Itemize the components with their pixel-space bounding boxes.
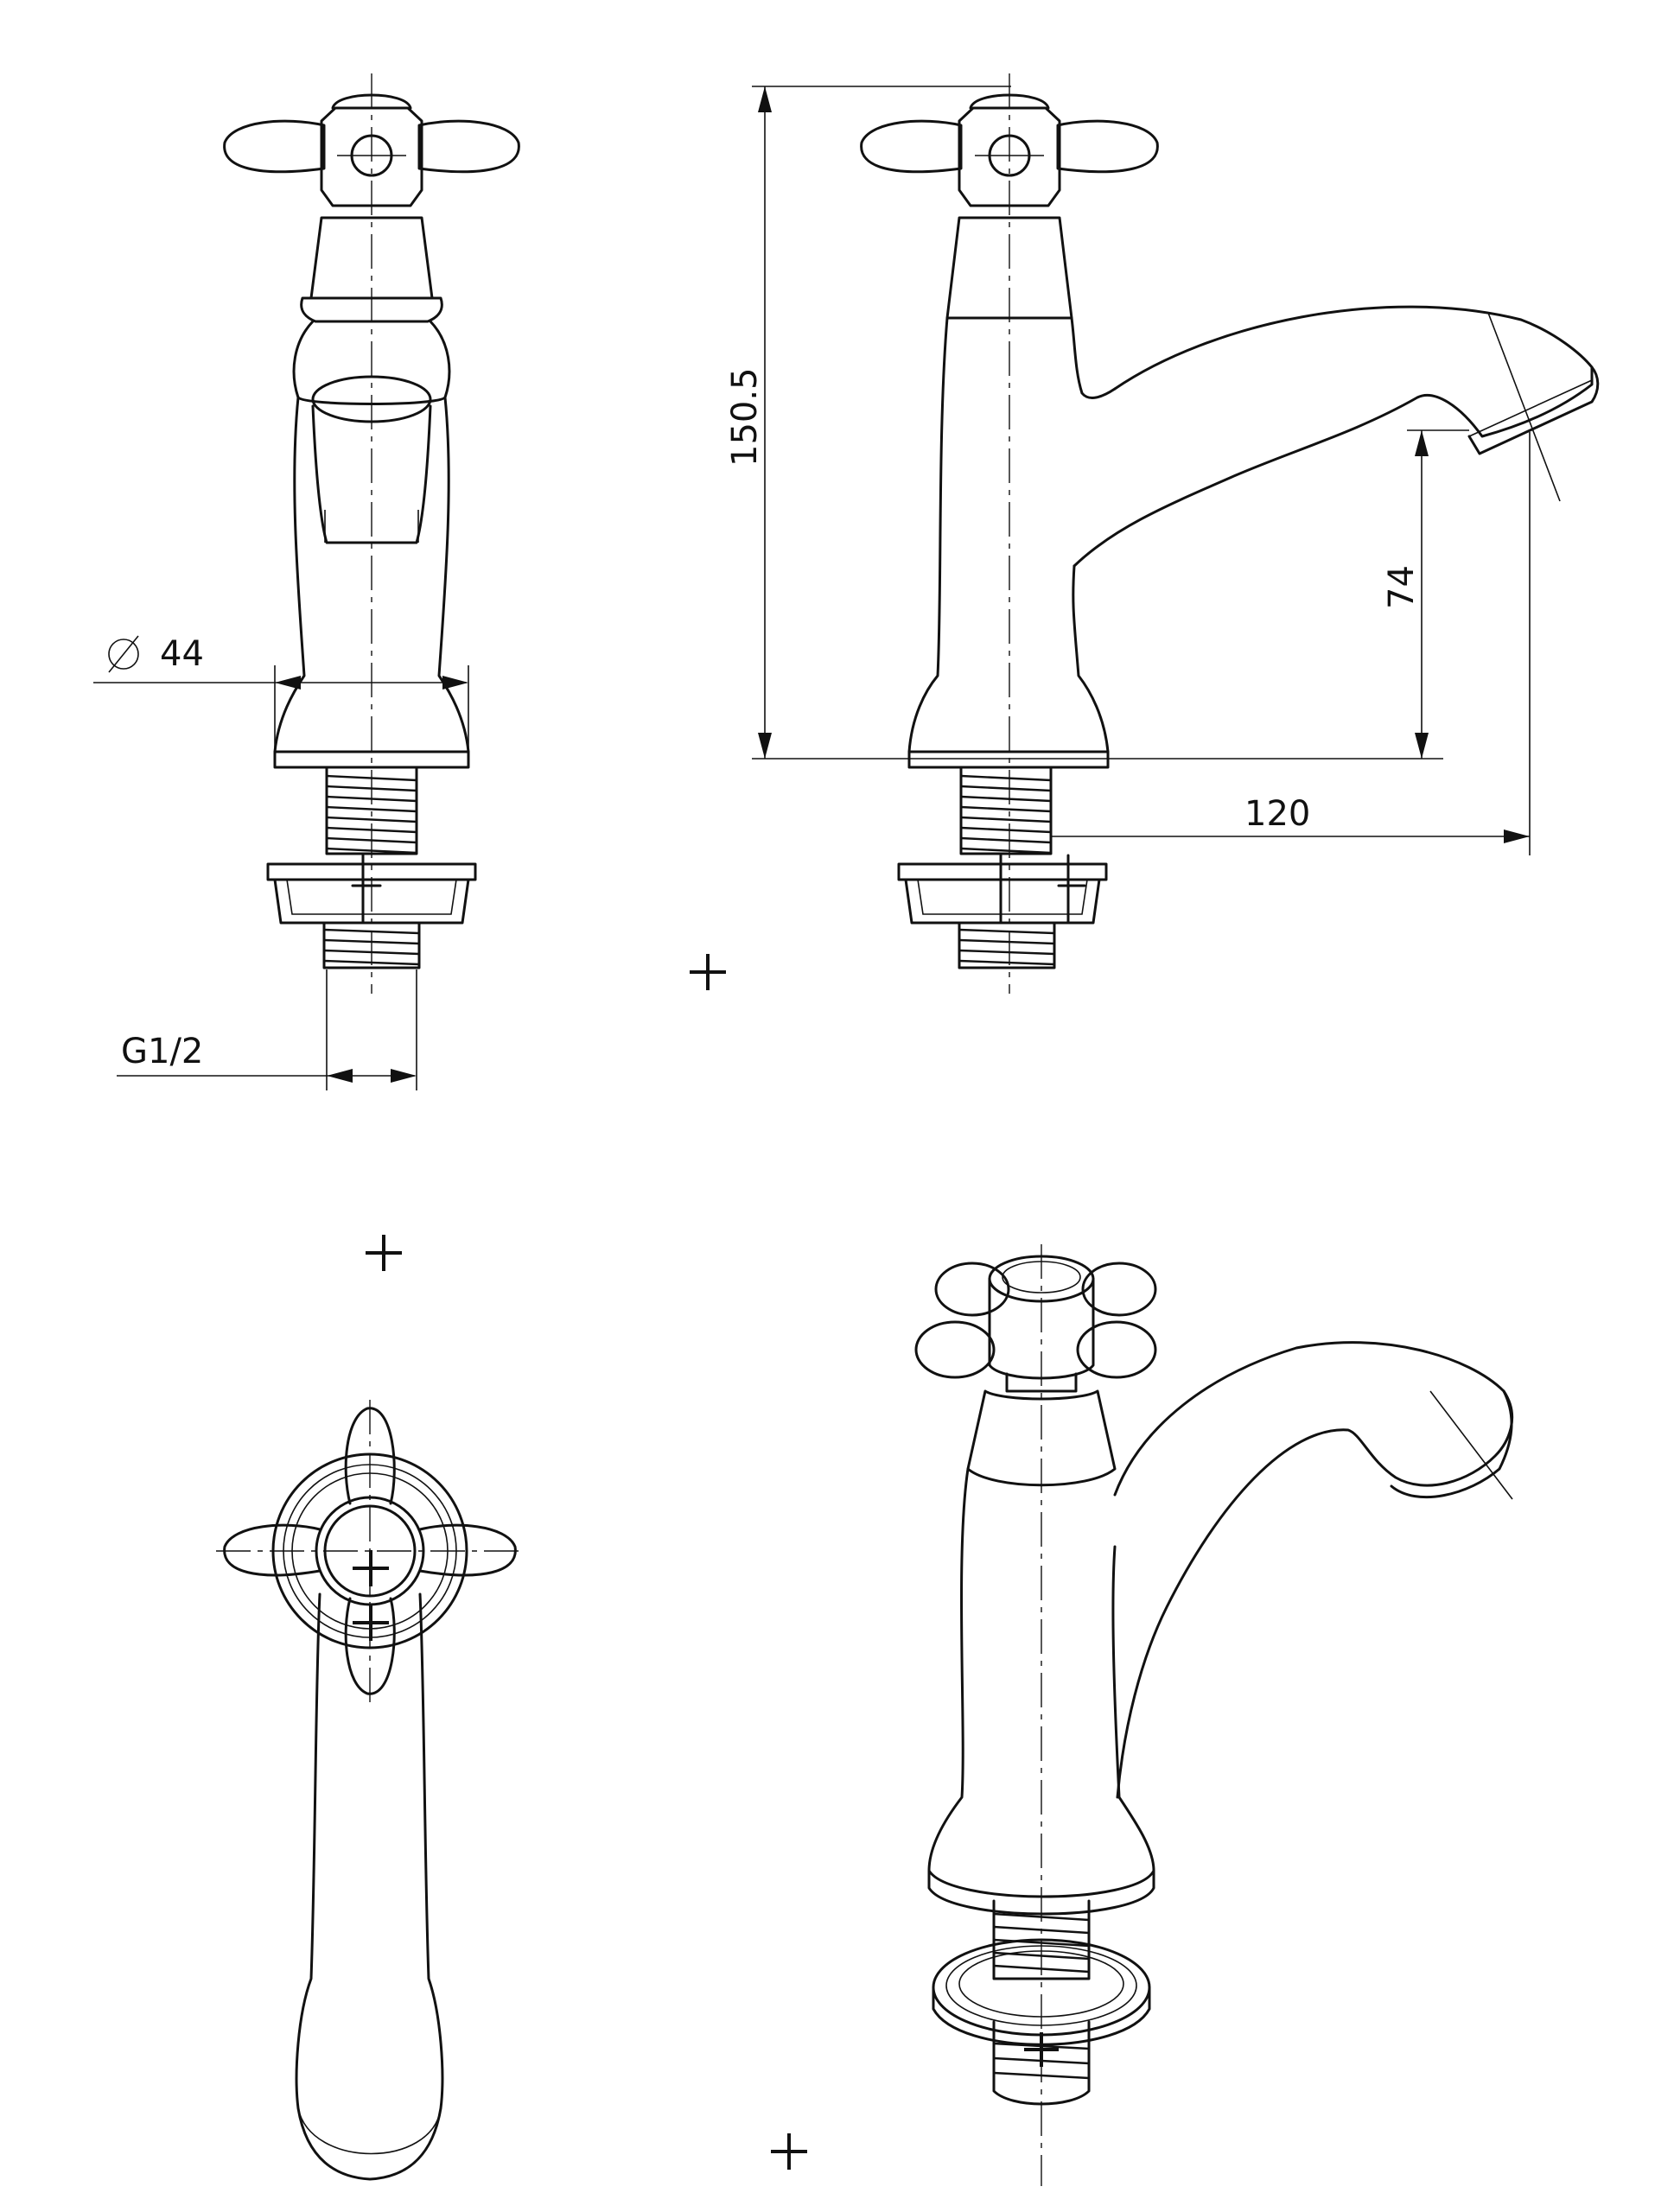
registration-marks: [353, 954, 1059, 2170]
front-view: 44 G1/2: [93, 73, 520, 1090]
lower-thread: [323, 928, 420, 966]
thread-label: G1/2: [121, 1032, 203, 1071]
diameter-label: 44: [160, 634, 204, 674]
side-lower-thread: [958, 928, 1055, 966]
iso-shank-thread: [993, 1912, 1090, 1974]
isometric-view: [914, 1244, 1513, 2186]
shank-thread: [326, 774, 417, 855]
side-shank-thread: [960, 774, 1052, 855]
spout-height-label: 74: [1382, 565, 1422, 609]
side-view: 150.5 74 120: [725, 73, 1600, 994]
reach-label: 120: [1244, 794, 1310, 834]
height-label: 150.5: [725, 367, 765, 467]
top-view: [216, 1400, 524, 2181]
